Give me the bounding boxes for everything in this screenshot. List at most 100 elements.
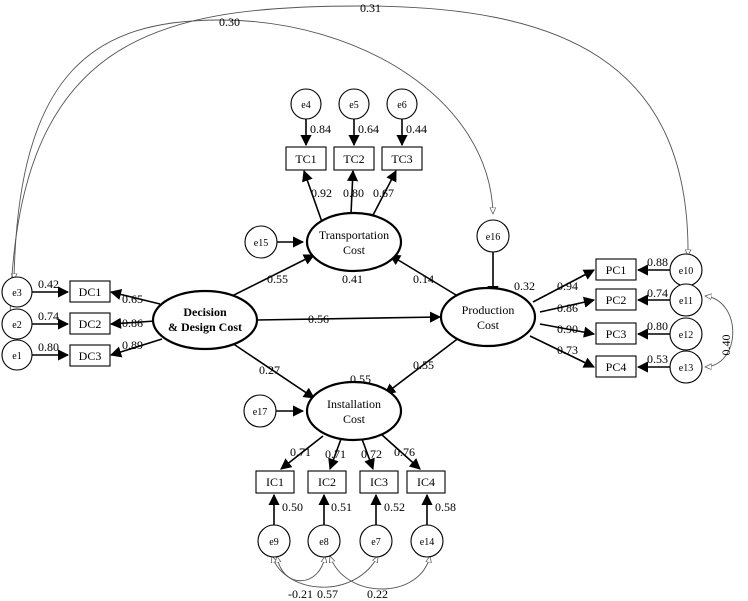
observed-dc1: DC1 [69, 280, 111, 303]
svg-text:PC2: PC2 [606, 293, 627, 307]
r2-ic4: 0.58 [435, 500, 456, 514]
cov-e2-e10 [10, 5, 688, 326]
cov-e8-e9 [277, 556, 325, 582]
cov-label-e8-e9: 0.57 [317, 587, 338, 601]
coef-pc-tc: 0.14 [413, 272, 434, 286]
svg-text:PC1: PC1 [606, 263, 627, 277]
coef-pc1-load: 0.94 [557, 279, 578, 293]
r2-ic3: 0.52 [384, 500, 405, 514]
observed-pc4: PC4 [595, 355, 637, 378]
cov-label-e9-e7: -0.21 [288, 587, 313, 601]
error-e1: e1 [1, 339, 33, 371]
error-e16: e16 [476, 219, 510, 253]
coef-dc-tc: 0.55 [267, 272, 288, 286]
cov-e8-e14 [330, 556, 430, 590]
cov-e9-e7 [272, 556, 378, 588]
path-dc-dc3 [109, 338, 163, 358]
latent-transportation-cost: Transportation Cost [305, 211, 403, 273]
coef-ic4-load: 0.76 [394, 445, 415, 459]
svg-text:e13: e13 [679, 363, 693, 374]
latent-production-label-1: Production [462, 303, 515, 317]
coef-dc1-load: 0.65 [122, 292, 143, 306]
error-e5: e5 [338, 88, 370, 120]
r2-ic1: 0.50 [282, 500, 303, 514]
svg-text:e2: e2 [12, 320, 21, 331]
r2-dc1: 0.42 [38, 277, 59, 291]
observed-dc2: DC2 [69, 312, 111, 335]
observed-dc3: DC3 [69, 344, 111, 367]
r2-transportation: 0.41 [342, 272, 363, 286]
svg-text:TC2: TC2 [343, 152, 364, 166]
svg-text:e3: e3 [12, 288, 21, 299]
error-e7: e7 [359, 524, 393, 558]
observed-ic2: IC2 [307, 470, 347, 494]
coef-dc3-load: 0.89 [122, 338, 143, 352]
coef-ic3-load: 0.72 [361, 447, 382, 461]
r2-tc2: 0.64 [358, 122, 379, 136]
path-pc-tc [389, 254, 457, 296]
cov-e3-e16 [14, 19, 493, 280]
r2-pc1: 0.88 [647, 255, 668, 269]
r2-pc4: 0.53 [647, 352, 668, 366]
svg-text:DC2: DC2 [79, 317, 102, 331]
path-tc-tc3 [370, 170, 397, 220]
svg-text:IC1: IC1 [266, 475, 284, 489]
path-pc-pc3 [539, 323, 596, 338]
coef-pc3-load: 0.90 [557, 322, 578, 336]
path-pc-pc1 [532, 269, 595, 303]
cov-e11-e13 [705, 296, 734, 367]
path-ic-ic3 [361, 438, 375, 471]
error-e9: e9 [257, 524, 291, 558]
coef-tc2-load: 0.80 [343, 186, 364, 200]
svg-text:e4: e4 [301, 100, 310, 111]
observed-ic3: IC3 [359, 470, 399, 494]
svg-text:e17: e17 [253, 407, 267, 418]
svg-text:e6: e6 [397, 100, 406, 111]
r2-dc3: 0.80 [38, 340, 59, 354]
svg-text:e1: e1 [12, 351, 21, 362]
svg-text:PC4: PC4 [606, 360, 627, 374]
svg-text:e16: e16 [486, 232, 500, 243]
svg-text:e5: e5 [349, 100, 358, 111]
coef-dc-pc: 0.56 [308, 312, 329, 326]
svg-text:e10: e10 [679, 266, 693, 277]
svg-text:DC1: DC1 [79, 285, 102, 299]
path-dc-dc1 [109, 288, 161, 305]
svg-text:e9: e9 [269, 537, 278, 548]
svg-text:TC3: TC3 [391, 152, 412, 166]
r2-tc3: 0.44 [406, 122, 427, 136]
latent-transport-label-1: Transportation [319, 228, 389, 242]
path-dc-tc [231, 254, 316, 297]
path-tc-tc1 [302, 169, 323, 223]
latent-decision-label-2: & Design Cost [168, 320, 242, 334]
svg-text:IC3: IC3 [370, 475, 388, 489]
path-pc-pc4 [529, 335, 596, 368]
r2-ic2: 0.51 [331, 500, 352, 514]
latent-installation-label-1: Installation [327, 397, 381, 411]
observed-ic4: IC4 [406, 470, 446, 494]
path-dc-pc [256, 311, 442, 323]
error-e10: e10 [669, 253, 703, 287]
svg-text:e11: e11 [679, 296, 693, 307]
cov-label-e3-e16: 0.30 [219, 15, 240, 29]
observed-ic1: IC1 [255, 470, 295, 494]
error-e11: e11 [669, 283, 703, 317]
path-ic-ic1 [280, 435, 324, 470]
observed-pc2: PC2 [595, 288, 637, 311]
error-e17: e17 [243, 394, 277, 428]
coef-tc3-load: 0.67 [373, 186, 394, 200]
r2-pc2: 0.74 [647, 286, 668, 300]
path-dc-dc2 [109, 317, 156, 329]
error-e3: e3 [1, 276, 33, 308]
error-e6: e6 [386, 88, 418, 120]
latent-installation-cost: Installation Cost [305, 380, 403, 442]
coef-pc-ic: 0.55 [413, 358, 434, 372]
path-tc-tc2 [346, 169, 359, 215]
r2-production: 0.32 [514, 279, 535, 293]
svg-text:PC3: PC3 [606, 327, 627, 341]
svg-text:e12: e12 [679, 330, 693, 341]
coef-dc-ic: 0.27 [259, 363, 280, 377]
error-e4: e4 [290, 88, 322, 120]
svg-text:e7: e7 [371, 537, 380, 548]
